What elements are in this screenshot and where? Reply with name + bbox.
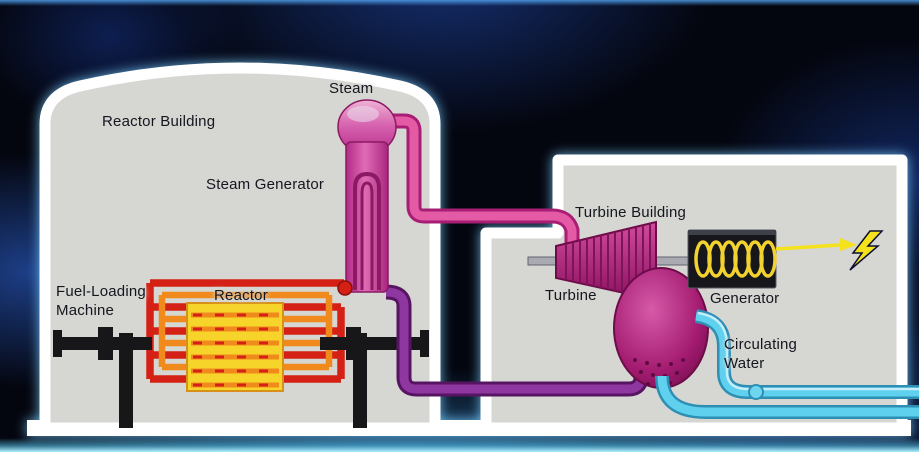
condensate-pipe bbox=[385, 287, 646, 394]
steam-pipe bbox=[383, 116, 577, 244]
primary-pipe-junction bbox=[337, 280, 353, 296]
electricity-arrow bbox=[775, 243, 841, 251]
circulating-water-pipes bbox=[655, 309, 919, 419]
label-reactor-building: Reactor Building bbox=[102, 113, 216, 130]
reactor-core bbox=[186, 302, 284, 392]
generator-unit bbox=[687, 229, 777, 289]
label-turbine-building: Turbine Building bbox=[575, 204, 687, 221]
circulating-water-pump bbox=[748, 384, 764, 400]
electricity-arrowhead bbox=[840, 238, 857, 251]
fuel-loading-machine-left bbox=[53, 327, 152, 428]
label-fuel-loading-machine: Fuel-Loading Machine bbox=[56, 283, 146, 319]
label-generator: Generator bbox=[710, 290, 780, 307]
top-glow-strip bbox=[0, 0, 919, 6]
steam-generator bbox=[337, 99, 397, 293]
label-steam-generator: Steam Generator bbox=[206, 176, 325, 193]
electricity-output bbox=[775, 230, 884, 271]
label-turbine: Turbine bbox=[545, 287, 597, 304]
steam-generator-utubes bbox=[353, 171, 381, 290]
generator-coil-icon bbox=[694, 240, 777, 278]
label-steam: Steam bbox=[329, 80, 374, 97]
lightning-bolt-icon bbox=[849, 230, 884, 271]
label-reactor: Reactor bbox=[214, 287, 268, 304]
label-circulating-water: Circulating Water bbox=[724, 336, 798, 372]
bottom-glow-strip bbox=[0, 438, 919, 452]
